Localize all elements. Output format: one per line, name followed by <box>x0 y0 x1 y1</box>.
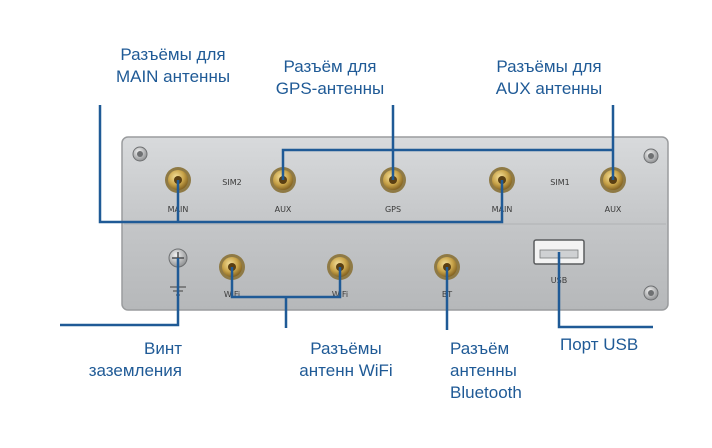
label-gps: GPS <box>385 205 401 214</box>
callout-bt-antenna: Разъём антенны Bluetooth <box>450 338 560 404</box>
callout-bt-line2: антенны <box>450 361 517 380</box>
callout-aux-line2: AUX антенны <box>495 79 603 98</box>
callout-gps-line1: Разъём для <box>283 57 377 76</box>
corner-screw-bottom-right <box>643 285 659 301</box>
callout-aux-antenna: Разъёмы для AUX антенны <box>474 56 624 100</box>
callout-ground-screw: Винт заземления <box>50 338 182 382</box>
corner-screw-top-left <box>132 146 148 162</box>
callout-wifi-line2: антенн WiFi <box>299 361 393 380</box>
leader-ground <box>60 258 180 327</box>
callout-main-line2: MAIN антенны <box>115 67 231 86</box>
callout-gps-antenna: Разъём для GPS-антенны <box>258 56 402 100</box>
leader-usb <box>557 252 653 329</box>
callout-usb-line1: Порт USB <box>560 335 639 354</box>
leader-wifi <box>230 267 342 328</box>
label-sim1: SIM1 <box>550 178 569 187</box>
callout-usb-port: Порт USB <box>560 334 670 356</box>
callout-ground-line1: Винт <box>143 339 182 358</box>
callout-wifi-line1: Разъёмы <box>310 339 382 358</box>
leader-aux <box>281 105 615 180</box>
callout-main-line1: Разъёмы для <box>120 45 226 64</box>
corner-screw-top-right <box>643 148 659 164</box>
callout-ground-line2: заземления <box>88 361 182 380</box>
label-aux-right: AUX <box>605 205 622 214</box>
callout-gps-line2: GPS-антенны <box>275 79 385 98</box>
callout-bt-line1: Разъём <box>450 339 510 358</box>
callout-bt-line3: Bluetooth <box>450 383 522 402</box>
leader-main <box>98 105 504 224</box>
callout-main-antenna: Разъёмы для MAIN антенны <box>96 44 250 88</box>
label-sim2: SIM2 <box>222 178 241 187</box>
label-aux-left: AUX <box>275 205 292 214</box>
callout-wifi-antennas: Разъёмы антенн WiFi <box>278 338 414 382</box>
callout-aux-line1: Разъёмы для <box>496 57 602 76</box>
